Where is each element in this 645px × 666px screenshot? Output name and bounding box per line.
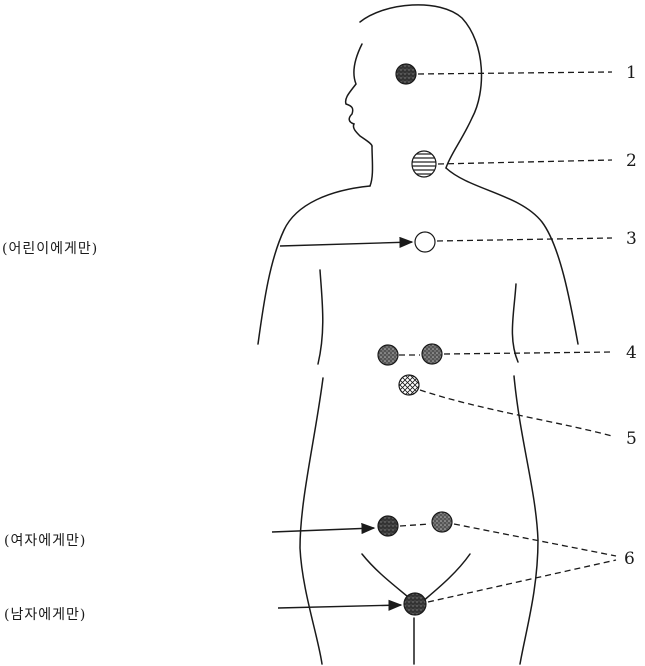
gland-4-adrenal-left (378, 345, 398, 365)
label-number-4: 4 (626, 343, 637, 363)
left-shoulder-arm (258, 186, 370, 344)
leader-1 (418, 72, 612, 74)
right-torso-side (512, 284, 518, 362)
groin-left (362, 554, 414, 602)
leader-3 (437, 238, 612, 241)
gland-4-adrenal-right (422, 344, 442, 364)
gland-6-testis (404, 593, 426, 615)
gland-6-ovary-right (432, 512, 452, 532)
leader-6-testis (428, 560, 616, 602)
body-outline (258, 5, 578, 664)
label-number-3: 3 (626, 229, 637, 249)
glands (378, 64, 452, 615)
arrow-child (280, 242, 412, 246)
number-labels: 1 2 3 4 5 6 (624, 63, 637, 569)
leader-6-between (400, 524, 430, 526)
leader-4 (444, 352, 612, 354)
gland-1-pituitary (396, 64, 416, 84)
head-outline (346, 5, 482, 168)
right-shoulder-arm (446, 168, 578, 344)
label-number-1: 1 (626, 63, 637, 83)
gland-3-thymus (415, 232, 435, 252)
left-torso-side (318, 270, 323, 364)
gland-6-ovary-left (378, 516, 398, 536)
leader-6-ovary (454, 524, 616, 556)
arrows (272, 242, 412, 608)
right-hip (514, 376, 538, 664)
label-men-only: (남자에게만) (4, 604, 86, 624)
label-women-only: (여자에게만) (4, 530, 86, 550)
label-number-2: 2 (626, 151, 637, 171)
left-hip (300, 378, 323, 664)
label-number-5: 5 (626, 429, 637, 449)
leader-2 (438, 160, 612, 164)
arrow-female (272, 528, 374, 532)
gland-5-pancreas (399, 375, 419, 395)
gland-2-thyroid (412, 151, 436, 177)
label-children-only: (어린이에게만) (2, 238, 98, 258)
arrow-male (278, 605, 401, 608)
label-number-6: 6 (624, 549, 635, 569)
neck-front (370, 146, 373, 186)
